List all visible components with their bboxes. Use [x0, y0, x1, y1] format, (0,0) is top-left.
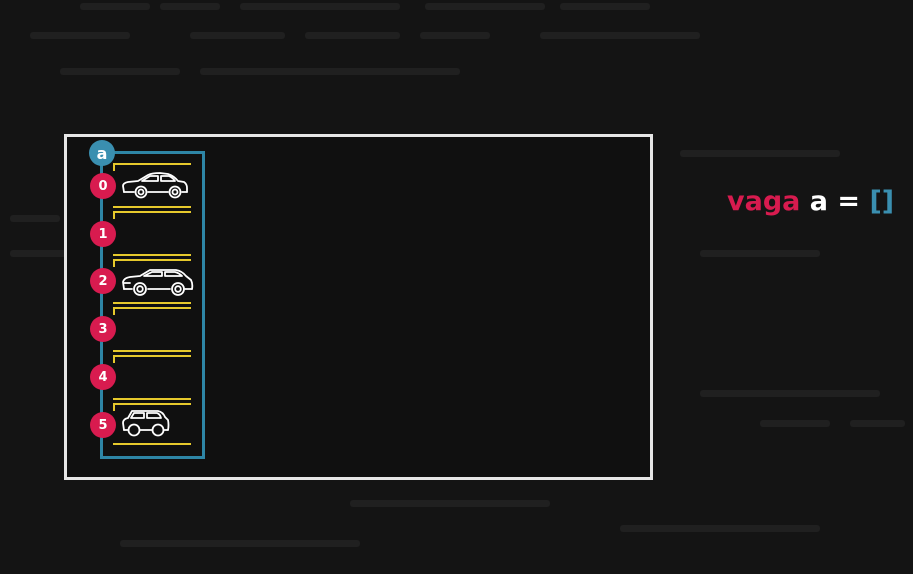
index-badge-1: 1	[90, 221, 116, 247]
index-label: 1	[98, 226, 108, 242]
index-label: 5	[98, 417, 108, 433]
index-label: 3	[98, 321, 108, 337]
index-badge-4: 4	[90, 364, 116, 390]
index-label: 0	[98, 178, 108, 194]
code-keyword: vaga	[727, 186, 801, 217]
hatchback-car-icon	[122, 269, 194, 296]
sedan-car-icon	[122, 172, 188, 199]
code-declaration: vaga a = []	[727, 186, 894, 217]
code-identifier: a	[809, 186, 829, 217]
small-car-icon	[122, 410, 170, 437]
index-badge-3: 3	[90, 316, 116, 342]
index-label: 2	[98, 273, 108, 289]
code-value: []	[869, 186, 895, 217]
array-container	[100, 151, 205, 459]
variable-name: a	[96, 143, 108, 163]
code-operator: =	[837, 186, 861, 217]
index-badge-0: 0	[90, 173, 116, 199]
index-label: 4	[98, 369, 108, 385]
index-badge-5: 5	[90, 412, 116, 438]
index-badge-2: 2	[90, 268, 116, 294]
variable-badge: a	[89, 140, 115, 166]
